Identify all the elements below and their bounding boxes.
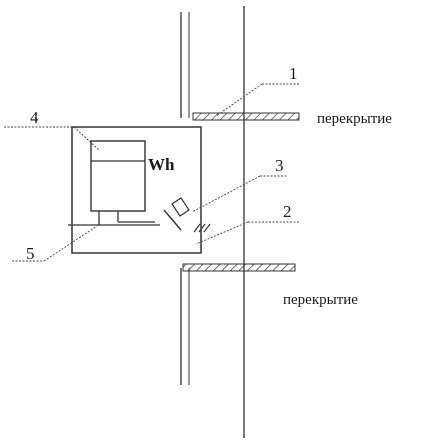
leader-lines	[4, 83, 300, 262]
label-floor-bottom: перекрытие	[283, 292, 358, 308]
floor-slab-bottom	[182, 263, 296, 272]
label-5: 5	[26, 244, 35, 263]
meter-wires	[68, 211, 160, 226]
electric-meter	[90, 140, 146, 212]
floor-slab-top	[192, 112, 300, 121]
panel-cabinet	[71, 126, 202, 254]
switch-symbol	[163, 197, 190, 231]
label-2: 2	[283, 202, 292, 221]
label-floor-top: перекрытие	[317, 111, 392, 127]
cable-hatch-marks	[193, 223, 211, 233]
vertical-riser	[180, 12, 190, 385]
meter-label: Wh	[148, 155, 175, 174]
label-4: 4	[30, 108, 39, 127]
label-1: 1	[289, 64, 298, 83]
label-3: 3	[275, 156, 284, 175]
